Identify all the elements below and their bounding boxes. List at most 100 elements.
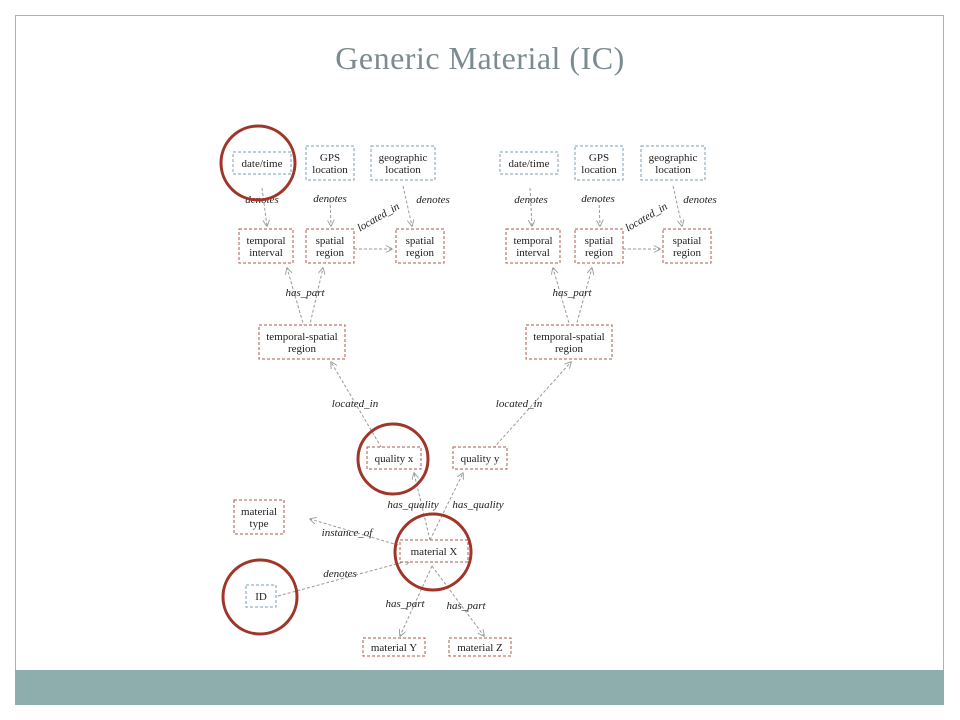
edge-arrow — [261, 187, 267, 226]
edge-label: denotes — [514, 194, 548, 206]
node-box — [305, 228, 355, 264]
edge-arrow — [431, 565, 484, 636]
node-label: temporal-spatial — [266, 331, 337, 343]
slide-frame — [15, 15, 944, 705]
edge-arrow — [429, 473, 463, 541]
edge-label: instance_of — [322, 527, 375, 539]
edge-arrow — [489, 362, 571, 453]
node-label: geographic — [649, 152, 698, 164]
node-label: material Z — [457, 642, 503, 654]
node-label: date/time — [242, 158, 283, 170]
node-box — [245, 584, 277, 608]
edge-arrow — [402, 185, 412, 226]
node-box — [395, 228, 445, 264]
edge-arrow — [400, 565, 433, 636]
node-label: location — [312, 164, 348, 176]
highlight-circle-id — [221, 558, 299, 636]
node-label: region — [673, 247, 702, 259]
node-label: material — [241, 506, 277, 518]
node-mx: material X — [399, 539, 469, 563]
node-label: spatial — [406, 235, 435, 247]
edge-label: has_part — [285, 287, 325, 299]
edge-arrow — [599, 199, 600, 226]
edge-label: has_part — [446, 600, 486, 612]
highlight-layer — [219, 124, 473, 636]
node-box — [525, 324, 613, 360]
edge-arrow — [331, 362, 385, 453]
node-label: temporal-spatial — [533, 331, 604, 343]
node-label: material X — [411, 546, 458, 558]
node-box — [258, 324, 346, 360]
node-box — [362, 637, 426, 657]
node-label: spatial — [585, 235, 614, 247]
node-label: location — [385, 164, 421, 176]
node-label: region — [288, 343, 317, 355]
edge-label: denotes — [581, 193, 615, 205]
footer-band — [15, 670, 944, 705]
edge-label: denotes — [416, 194, 450, 206]
node-box — [232, 151, 292, 175]
node-box — [452, 446, 508, 470]
node-box — [499, 151, 559, 175]
node-label: GPS — [320, 152, 340, 164]
edge-label: has_part — [552, 287, 592, 299]
highlight-circle-dt1 — [219, 124, 297, 202]
node-label: region — [585, 247, 614, 259]
highlight-circle-qx — [356, 422, 430, 496]
node-qy: quality y — [452, 446, 508, 470]
edge-label: has_quality — [452, 499, 503, 511]
node-label: ID — [255, 591, 267, 603]
edge-label: has_quality — [387, 499, 438, 511]
edge-arrow — [530, 187, 532, 226]
node-id: ID — [245, 584, 277, 608]
node-label: geographic — [379, 152, 428, 164]
node-box — [662, 228, 712, 264]
node-label: region — [555, 343, 584, 355]
node-label: location — [655, 164, 691, 176]
node-box — [399, 539, 469, 563]
node-label: GPS — [589, 152, 609, 164]
edge-label: located_in — [496, 398, 543, 410]
node-box — [574, 228, 624, 264]
node-label: date/time — [509, 158, 550, 170]
edge-arrow — [277, 560, 411, 597]
node-label: region — [316, 247, 345, 259]
node-label: interval — [516, 247, 550, 259]
edge-label: located_in — [332, 398, 379, 410]
node-box — [366, 446, 422, 470]
edge-arrow — [330, 199, 331, 226]
node-label: type — [250, 518, 269, 530]
node-label: temporal — [513, 235, 552, 247]
node-my: material Y — [362, 637, 426, 657]
edge-label: denotes — [323, 568, 357, 580]
node-label: location — [581, 164, 617, 176]
edge-arrow — [672, 185, 682, 226]
node-box — [238, 228, 294, 264]
slide-title: Generic Material (IC) — [335, 40, 625, 76]
node-dt2: date/time — [499, 151, 559, 175]
node-label: spatial — [316, 235, 345, 247]
highlight-circle-mx — [393, 512, 473, 592]
edge-label: located_in — [355, 200, 402, 234]
node-box — [505, 228, 561, 264]
node-box — [574, 145, 624, 181]
node-dt1: date/time — [232, 151, 292, 175]
node-label: quality x — [375, 453, 414, 465]
node-label: material Y — [371, 642, 417, 654]
node-box — [305, 145, 355, 181]
